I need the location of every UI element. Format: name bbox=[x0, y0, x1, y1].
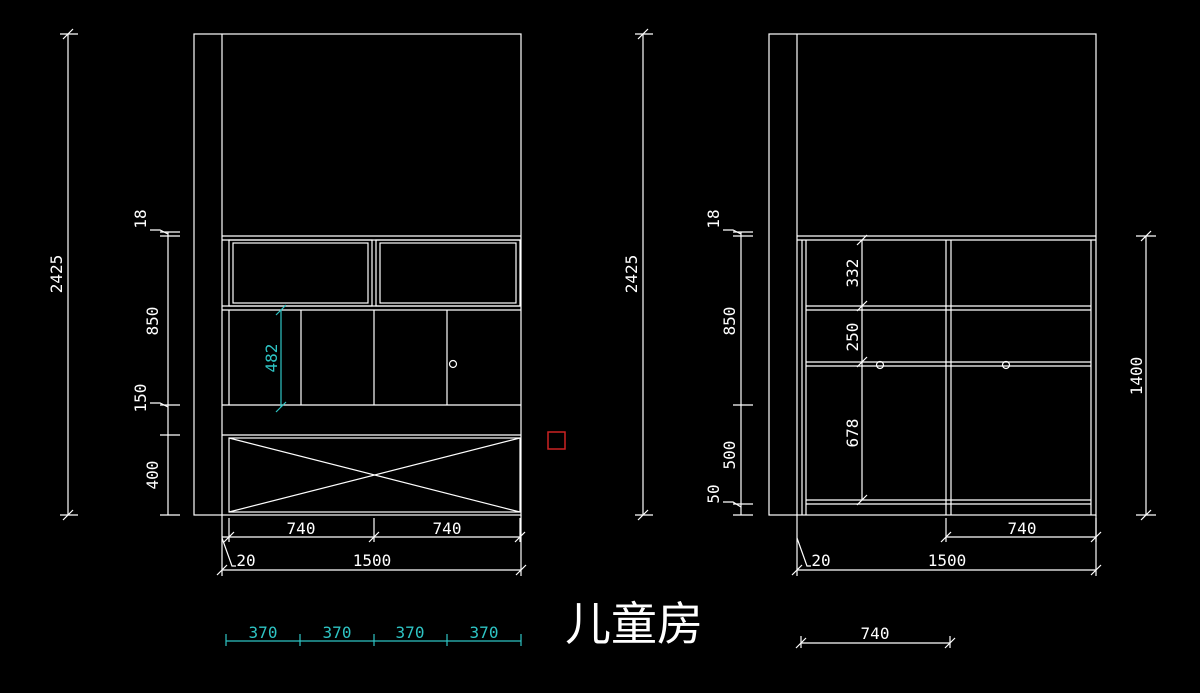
left-dim-20: 20 bbox=[236, 551, 255, 570]
left-dim-1500: 1500 bbox=[353, 551, 392, 570]
drawing-title: 儿童房 bbox=[565, 597, 703, 651]
right-dim-740: 740 bbox=[1008, 519, 1037, 538]
left-dim-370-d: 370 bbox=[470, 623, 499, 642]
right-lower-dim-740: 740 bbox=[861, 624, 890, 643]
left-elevation: 2425 18 850 150 400 482 740 740 bbox=[47, 28, 527, 646]
left-dim-482: 482 bbox=[262, 344, 281, 373]
left-dim-18: 18 bbox=[131, 209, 150, 228]
left-bottom-drawer bbox=[228, 437, 521, 513]
right-elevation: 332 250 678 2425 18 850 500 50 1400 bbox=[622, 28, 1156, 649]
left-dim-370-b: 370 bbox=[323, 623, 352, 642]
left-overall-height-label: 2425 bbox=[47, 255, 66, 294]
right-overall-height-label: 2425 bbox=[622, 255, 641, 294]
right-knob-2 bbox=[1001, 360, 1011, 370]
left-outer-frame bbox=[193, 33, 522, 516]
left-dim-150: 150 bbox=[131, 384, 150, 413]
right-dim-332: 332 bbox=[843, 259, 862, 288]
right-dim-20: 20 bbox=[811, 551, 830, 570]
left-dim-370-a: 370 bbox=[249, 623, 278, 642]
right-dim-250: 250 bbox=[843, 323, 862, 352]
right-outer-frame bbox=[768, 33, 1097, 516]
right-dim-1500: 1500 bbox=[928, 551, 967, 570]
left-dim-740-b: 740 bbox=[433, 519, 462, 538]
right-dim-1400: 1400 bbox=[1127, 357, 1146, 396]
right-dim-18: 18 bbox=[704, 209, 723, 228]
left-dim-740-a: 740 bbox=[287, 519, 316, 538]
right-dim-500: 500 bbox=[720, 441, 739, 470]
left-door-knob bbox=[448, 359, 458, 369]
left-dim-850: 850 bbox=[143, 307, 162, 336]
right-dim-850: 850 bbox=[720, 307, 739, 336]
right-knob-1 bbox=[875, 360, 885, 370]
red-marker-square bbox=[547, 431, 566, 450]
left-dim-400: 400 bbox=[143, 461, 162, 490]
right-dim-50: 50 bbox=[704, 484, 723, 503]
left-dim-370-c: 370 bbox=[396, 623, 425, 642]
right-dim-678: 678 bbox=[843, 419, 862, 448]
